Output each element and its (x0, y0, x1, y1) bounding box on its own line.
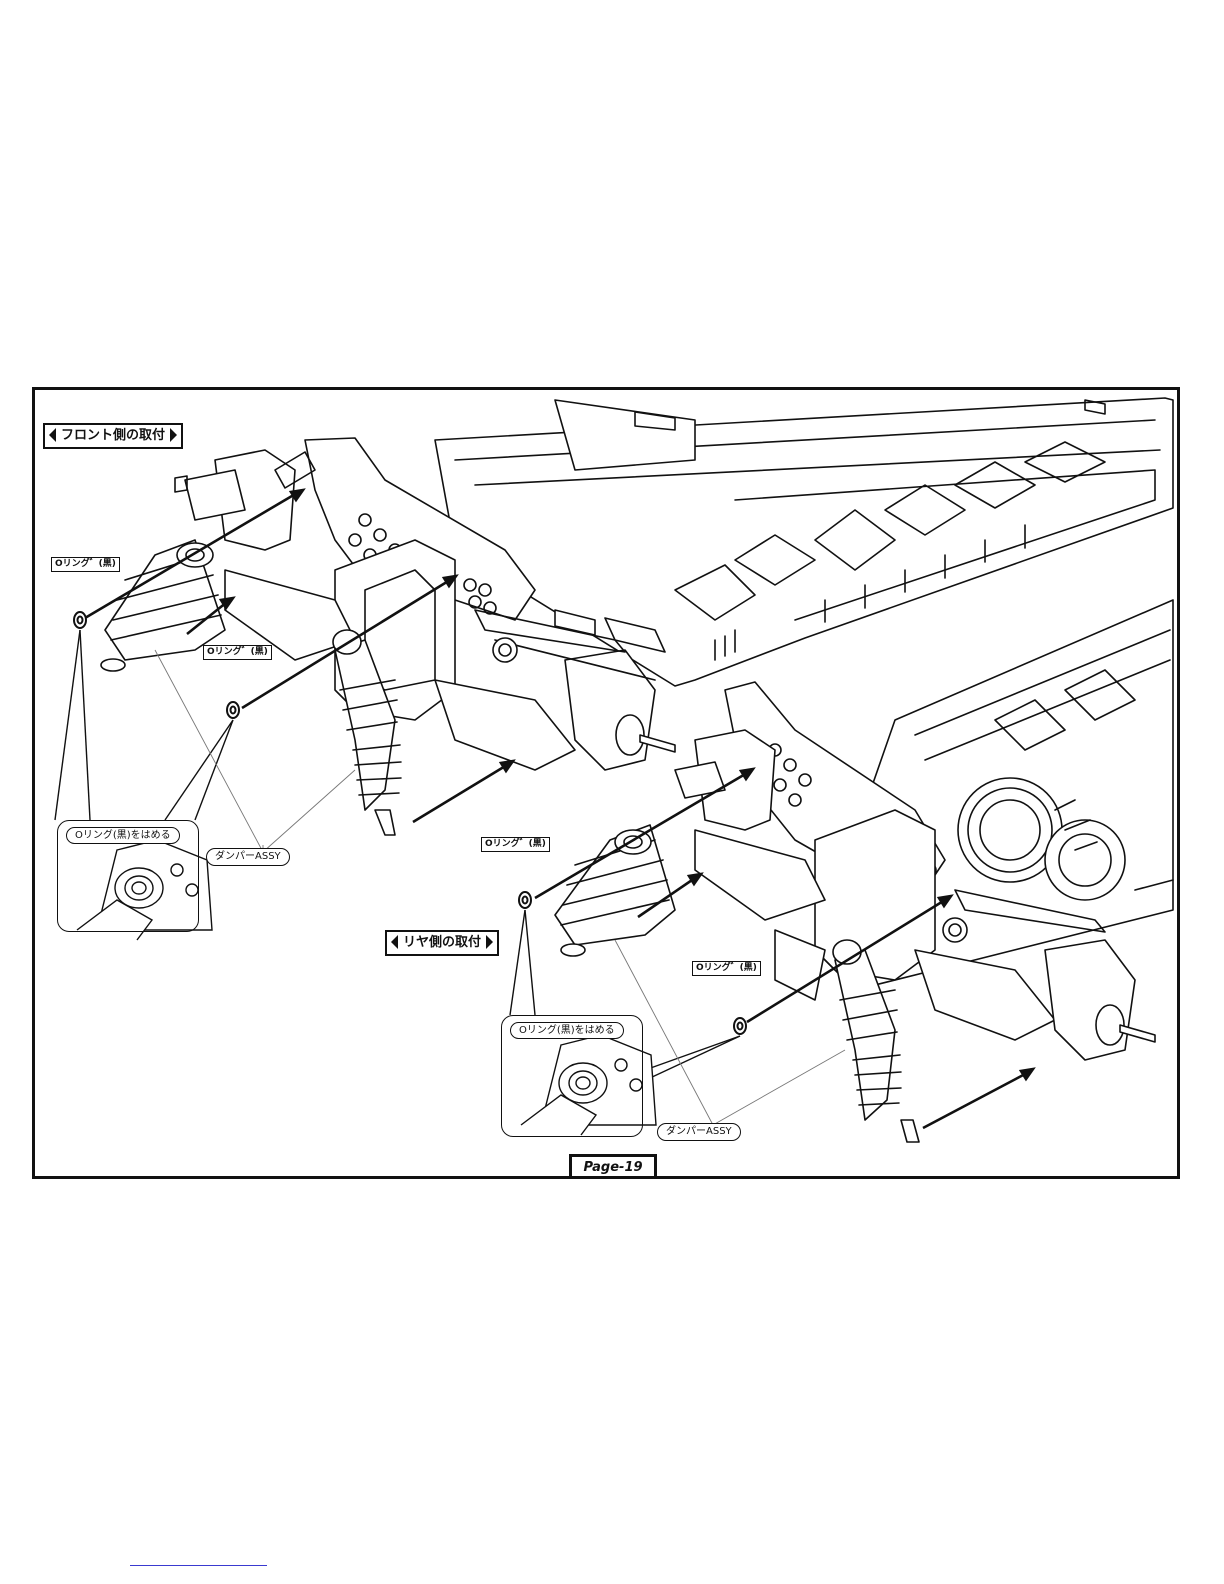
rear-section-title: リヤ側の取付 (385, 930, 499, 956)
rear-left-damper (555, 825, 675, 956)
rear-detail-inset: Oリング(黒)をはめる (501, 1015, 643, 1137)
footer-link-underline[interactable] (130, 1565, 267, 1566)
front-section-title: フロント側の取付 (43, 423, 183, 449)
front-oring-label-1: Oリング゛(黒) (51, 557, 120, 572)
front-oring-label-2: Oリング゛(黒) (203, 645, 272, 660)
front-damper-label: ダンパーASSY (206, 848, 290, 866)
front-detail-title: Oリング(黒)をはめる (66, 827, 180, 844)
front-detail-inset: Oリング(黒)をはめる (57, 820, 199, 932)
rear-oring-label-2: Oリング゛(黒) (692, 961, 761, 976)
front-chassis-tub (435, 398, 1173, 686)
rear-oring-label-1: Oリング゛(黒) (481, 837, 550, 852)
rear-damper-label: ダンパーASSY (657, 1123, 741, 1141)
rear-detail-title: Oリング(黒)をはめる (510, 1022, 624, 1039)
diagram-frame: フロント側の取付 Oリング゛(黒) Oリング゛(黒) Oリング(黒)をはめる ダ… (32, 387, 1180, 1179)
page-number-label: Page-19 (569, 1154, 657, 1179)
